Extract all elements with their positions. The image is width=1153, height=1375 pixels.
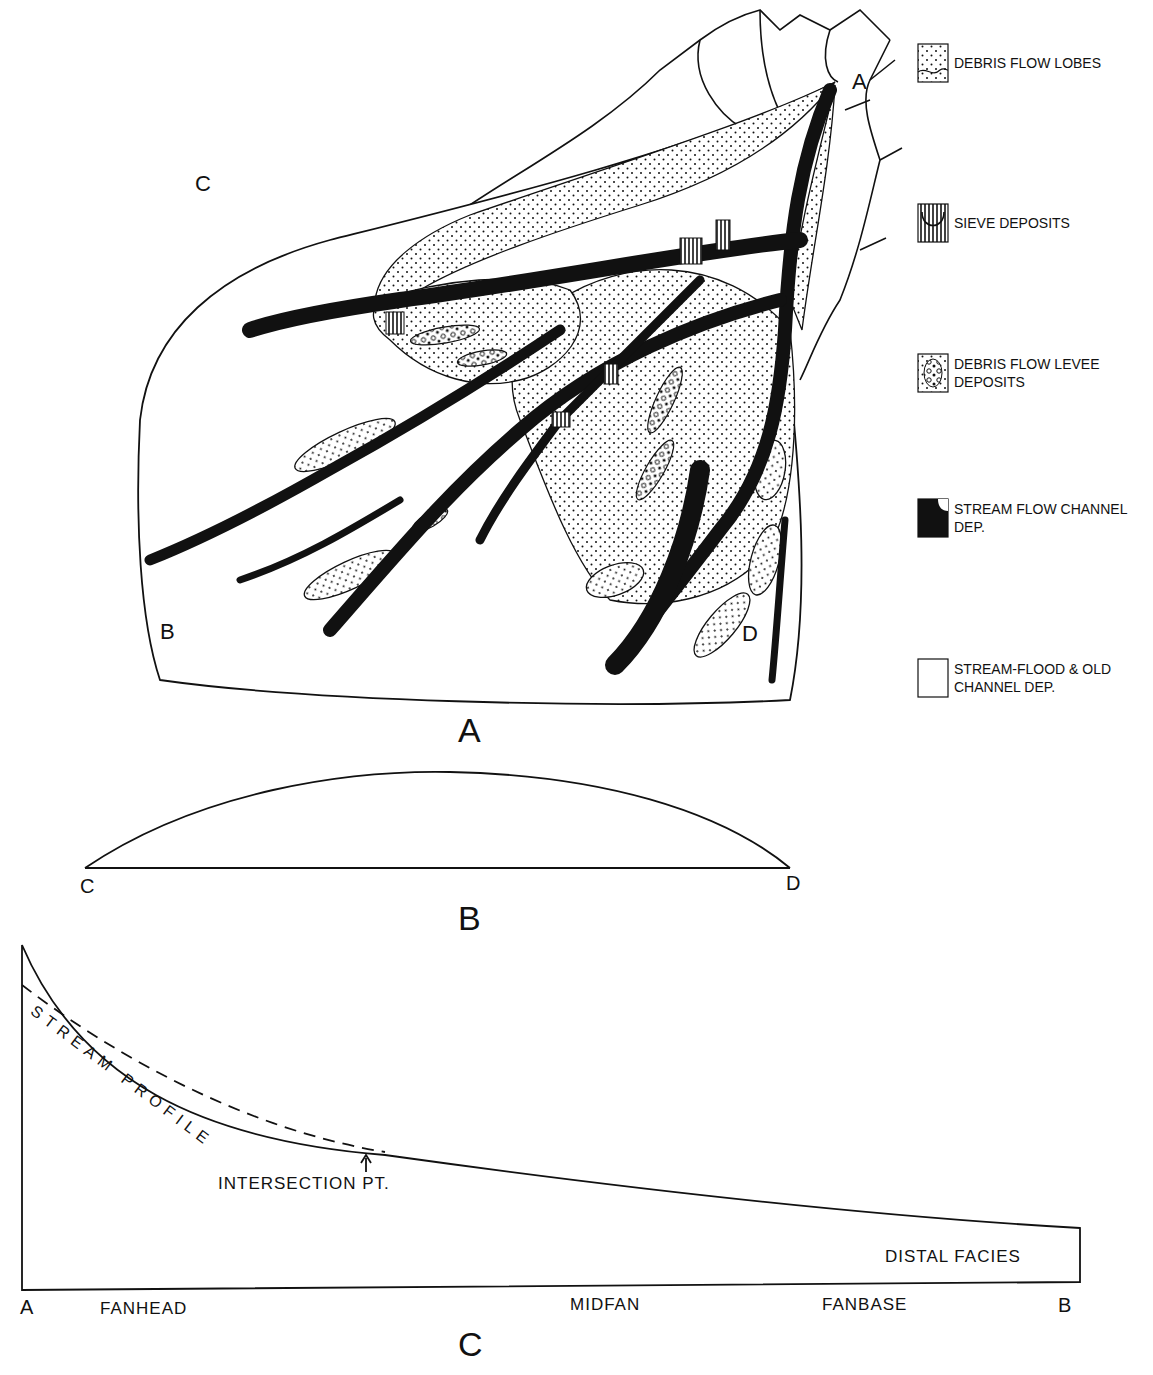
debris-flow-lobes xyxy=(289,82,835,665)
zone-label: MIDFAN xyxy=(570,1296,640,1315)
legend-swatch xyxy=(916,350,950,396)
legend-swatch xyxy=(916,655,950,701)
panel-letter: A xyxy=(458,712,482,749)
panel-letter: C xyxy=(458,1326,484,1363)
point-letter: C xyxy=(80,875,95,897)
point-label: INTERSECTION PT. xyxy=(218,1175,390,1194)
fan-outline xyxy=(138,85,830,704)
legend-entry: DEBRIS FLOW LOBES xyxy=(916,40,1148,72)
point-letter: C xyxy=(195,172,212,196)
legend-text: DEBRIS FLOW LEVEE DEPOSITS xyxy=(954,350,1146,391)
point-letter: B xyxy=(1058,1294,1072,1316)
radial-profile xyxy=(22,945,1080,1290)
legend-text: STREAM-FLOOD & OLD CHANNEL DEP. xyxy=(954,655,1146,696)
legend-swatch xyxy=(916,495,950,541)
legend-text: STREAM FLOW CHANNEL DEP. xyxy=(954,495,1146,536)
legend-text: SIEVE DEPOSITS xyxy=(954,200,1146,232)
legend-swatch xyxy=(916,40,950,86)
facies-label: DISTAL FACIES xyxy=(885,1248,1021,1267)
point-letter: A xyxy=(852,70,868,94)
point-letter: B xyxy=(160,620,176,644)
panel-letter: B xyxy=(458,900,482,937)
stream-channels xyxy=(150,90,830,680)
point-letter: A xyxy=(20,1296,34,1318)
legend-text: DEBRIS FLOW LOBES xyxy=(954,40,1146,72)
point-letter: D xyxy=(786,872,801,894)
legend-entry: DEBRIS FLOW LEVEE DEPOSITS xyxy=(916,350,1148,391)
legend-swatch xyxy=(916,200,950,246)
legend-entry: STREAM FLOW CHANNEL DEP. xyxy=(916,495,1148,536)
legend-entry: STREAM-FLOOD & OLD CHANNEL DEP. xyxy=(916,655,1148,696)
zone-label: FANBASE xyxy=(822,1296,907,1315)
profile-label: STREAM PROFILE xyxy=(27,1002,216,1151)
legend-entry: SIEVE DEPOSITS xyxy=(916,200,1148,232)
cross-profile xyxy=(85,772,790,868)
zone-label: FANHEAD xyxy=(100,1300,187,1319)
point-letter: D xyxy=(742,622,759,646)
sieve-deposits xyxy=(386,220,730,427)
